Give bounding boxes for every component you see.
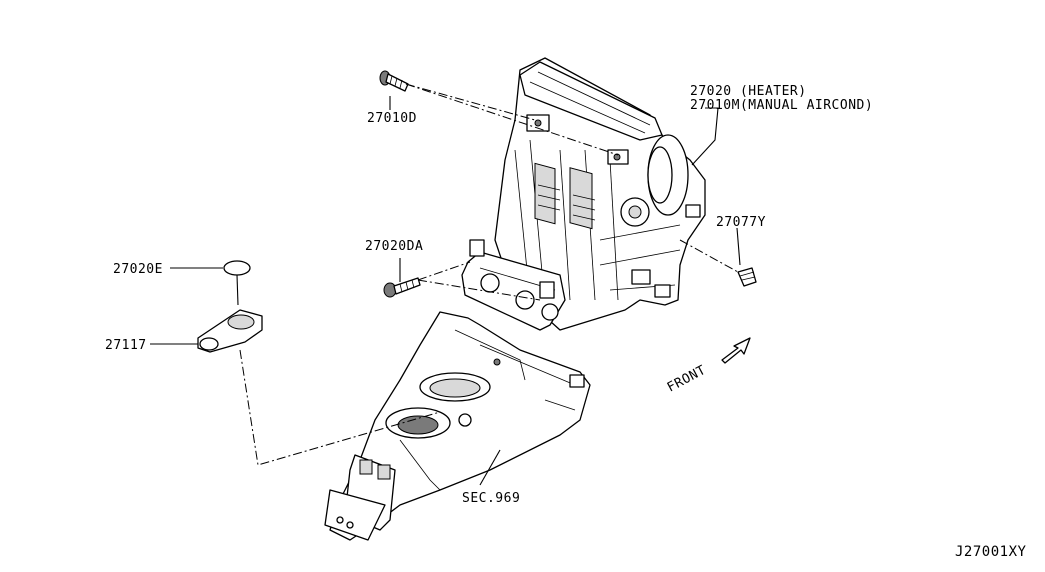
bracket-27117-icon bbox=[197, 309, 263, 353]
clip-27077y-icon bbox=[737, 267, 757, 287]
front-arrow-icon bbox=[721, 337, 751, 364]
center-console bbox=[324, 311, 591, 541]
label-27020da: 27020DA bbox=[365, 239, 423, 254]
heater-unit bbox=[494, 57, 706, 331]
label-27010d: 27010D bbox=[367, 111, 417, 126]
diagram-code: J27001XY bbox=[955, 544, 1027, 560]
label-sec969: SEC.969 bbox=[462, 491, 520, 506]
leader-lines bbox=[150, 83, 741, 486]
label-27020e: 27020E bbox=[113, 262, 163, 277]
label-27010m: 27010M(MANUAL AIRCOND) bbox=[690, 98, 873, 113]
label-27117: 27117 bbox=[105, 338, 147, 353]
label-27020-heater: 27020 (HEATER) bbox=[690, 84, 807, 99]
label-27077y: 27077Y bbox=[716, 215, 766, 230]
cap-27020e-icon bbox=[223, 260, 251, 276]
screw-27020da-icon bbox=[383, 277, 421, 298]
screw-27010d-icon bbox=[379, 70, 409, 92]
control-panel bbox=[461, 239, 566, 331]
label-front: FRONT bbox=[665, 363, 709, 396]
